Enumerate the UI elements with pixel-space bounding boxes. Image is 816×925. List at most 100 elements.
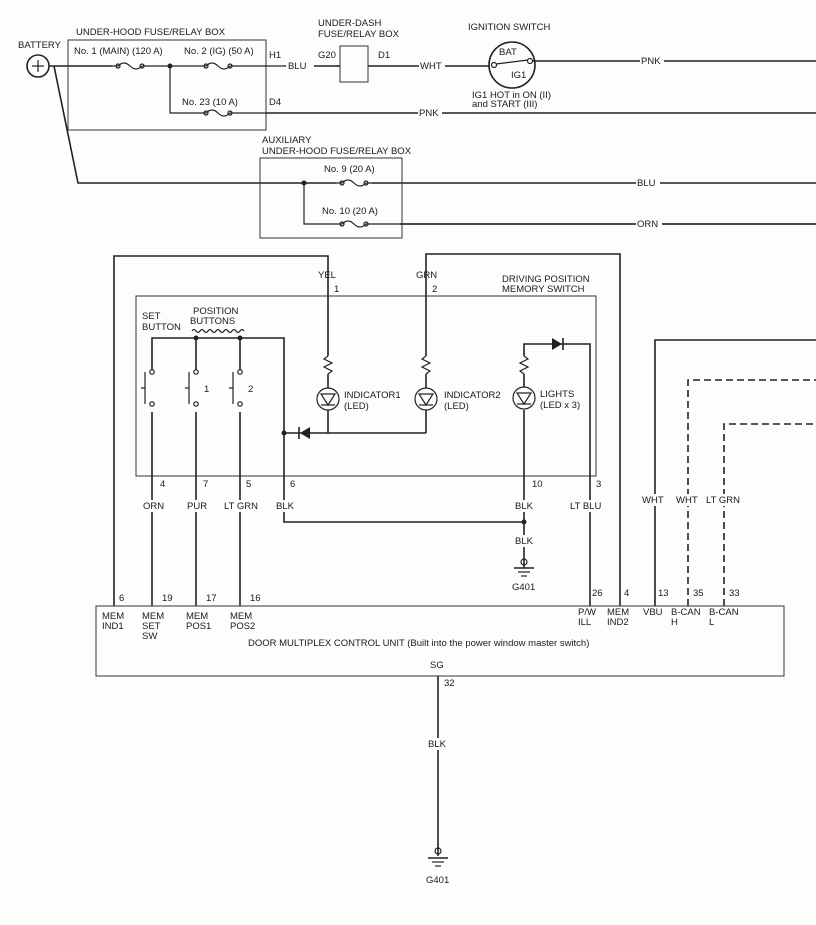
term-bcan-h-a: B-CAN [671, 607, 701, 618]
term-bcan-l-b: L [709, 617, 714, 628]
wire-wht-bcan-h [687, 379, 816, 606]
pin-g20: G20 [318, 50, 336, 61]
switch-pin-5: 5 [246, 479, 251, 490]
wire-blk-ground-label: BLK [515, 536, 534, 547]
wire-lt-grn-bcan-label: LT GRN [706, 495, 740, 506]
wire-blu-aux-label: BLU [637, 178, 656, 189]
switch-pin-10: 10 [532, 479, 543, 490]
battery-label: BATTERY [18, 40, 62, 51]
wire-orn-label: ORN [143, 501, 164, 512]
ground-g401-b-label: G401 [426, 875, 449, 886]
position-1-switch: 1 [185, 369, 209, 412]
ignition-contact [495, 59, 529, 65]
battery-aux-wire [53, 65, 816, 184]
term-mem-ind2-a: MEM [607, 607, 629, 618]
term-mem-pos2-b: POS2 [230, 621, 255, 632]
position-2-label: 2 [248, 384, 253, 395]
switch-pin-1: 1 [334, 284, 339, 295]
ignition-bat-terminal [490, 61, 498, 69]
unit-pin-32: 32 [444, 678, 455, 689]
pin-d1: D1 [378, 50, 390, 61]
fuse-23-terminal-a [203, 110, 209, 116]
term-mem-ind1-b: IND1 [102, 621, 124, 632]
position-1-label: 1 [204, 384, 209, 395]
lights-resistor [518, 355, 530, 375]
fuse-main-icon [112, 62, 170, 70]
fuse-23-icon [169, 66, 266, 117]
term-pw-ill-a: P/W [578, 607, 596, 618]
lights-label-2: (LED x 3) [540, 400, 580, 411]
underhood-box-label: UNDER-HOOD FUSE/RELAY BOX [76, 27, 226, 38]
aux-box-outline [259, 157, 403, 239]
unit-pin-35: 35 [693, 588, 704, 599]
memory-switch-label-1: DRIVING POSITION [502, 274, 590, 285]
term-mem-ind2-b: IND2 [607, 617, 629, 628]
fuse-main-label: No. 1 (MAIN) (120 A) [74, 46, 163, 57]
position-buttons-label-1: POSITION [193, 306, 239, 317]
unit-pin-19: 19 [162, 593, 173, 604]
underdash-box-label-1: UNDER-DASH [318, 18, 381, 29]
unit-pin-26: 26 [592, 588, 603, 599]
ground-g401-b: G401 [426, 847, 449, 886]
aux-fuse-box: AUXILIARY UNDER-HOOD FUSE/RELAY BOX No. … [259, 135, 816, 239]
fuse-main-terminal-b [139, 63, 145, 69]
wire-orn-aux-label: ORN [637, 219, 658, 230]
unit-pin-13: 13 [658, 588, 669, 599]
pin-d4: D4 [269, 97, 281, 108]
set-button-label-1: SET [142, 311, 161, 322]
unit-pin-17: 17 [206, 593, 217, 604]
wire-wht-bcan-label: WHT [676, 495, 698, 506]
fuse-23-terminal-b [227, 110, 233, 116]
term-mem-set-sw-c: SW [142, 631, 157, 642]
lights-led: LIGHTS (LED x 3) [512, 338, 591, 476]
set-button-switch [141, 369, 157, 412]
underdash-box-outline [339, 45, 369, 83]
ignition-switch: IGNITION SWITCH BAT IG1 IG1 HOT in ON (I… [468, 22, 551, 110]
pin-h1: H1 [269, 50, 281, 61]
term-mem-set-sw-b: SET [142, 621, 161, 632]
fuse-main-terminal-a [115, 63, 121, 69]
switch-pin-7: 7 [203, 479, 208, 490]
term-mem-ind1-a: MEM [102, 611, 124, 622]
underdash-fuse-box: UNDER-DASH FUSE/RELAY BOX G20 D1 WHT [318, 18, 490, 83]
indicator1-resistor [322, 355, 334, 375]
wire-wht-vbu [654, 339, 816, 606]
indicator1-led: INDICATOR1 (LED) [316, 296, 401, 433]
ground-g401-a: G401 [512, 558, 535, 593]
term-mem-pos1-b: POS1 [186, 621, 211, 632]
ignition-switch-label: IGNITION SWITCH [468, 22, 550, 33]
wire-lt-grn-label: LT GRN [224, 501, 258, 512]
fuse-9-icon [336, 179, 372, 187]
ignition-switch-body [488, 41, 536, 89]
indicator2-label-2: (LED) [444, 401, 469, 412]
indicator1-label-1: INDICATOR1 [344, 390, 401, 401]
memory-switch-outline [135, 295, 597, 477]
wire-pnk-ig1-label: PNK [641, 56, 661, 67]
term-mem-set-sw-a: MEM [142, 611, 164, 622]
switch-pin-3: 3 [596, 479, 601, 490]
battery-circuit: BATTERY [18, 40, 816, 184]
unit-pin-4: 4 [624, 588, 629, 599]
wire-lt-blu-label: LT BLU [570, 501, 601, 512]
wire-blk-6 [283, 476, 524, 523]
indicator-diode [300, 427, 310, 439]
wire-blk-6-label: BLK [276, 501, 295, 512]
ignition-bat-label: BAT [499, 47, 517, 58]
unit-pin-33: 33 [729, 588, 740, 599]
aux-box-label-2: UNDER-HOOD FUSE/RELAY BOX [262, 146, 412, 157]
memory-switch-label-2: MEMORY SWITCH [502, 284, 585, 295]
aux-box-label-1: AUXILIARY [262, 135, 312, 146]
wire-wht-d1-label: WHT [420, 61, 442, 72]
wire-pur-label: PUR [187, 501, 207, 512]
fuse-10-icon [303, 183, 816, 228]
ignition-ig1-label: IG1 [511, 70, 526, 81]
indicator2-label-1: INDICATOR2 [444, 390, 501, 401]
unit-pin-16: 16 [250, 593, 261, 604]
switch-pin-2: 2 [432, 284, 437, 295]
indicator2-resistor [420, 355, 432, 375]
ignition-note-1: IG1 HOT in ON (II) [472, 90, 551, 101]
control-unit-label: DOOR MULTIPLEX CONTROL UNIT (Built into … [248, 638, 589, 649]
wire-yel-label: YEL [318, 270, 336, 281]
